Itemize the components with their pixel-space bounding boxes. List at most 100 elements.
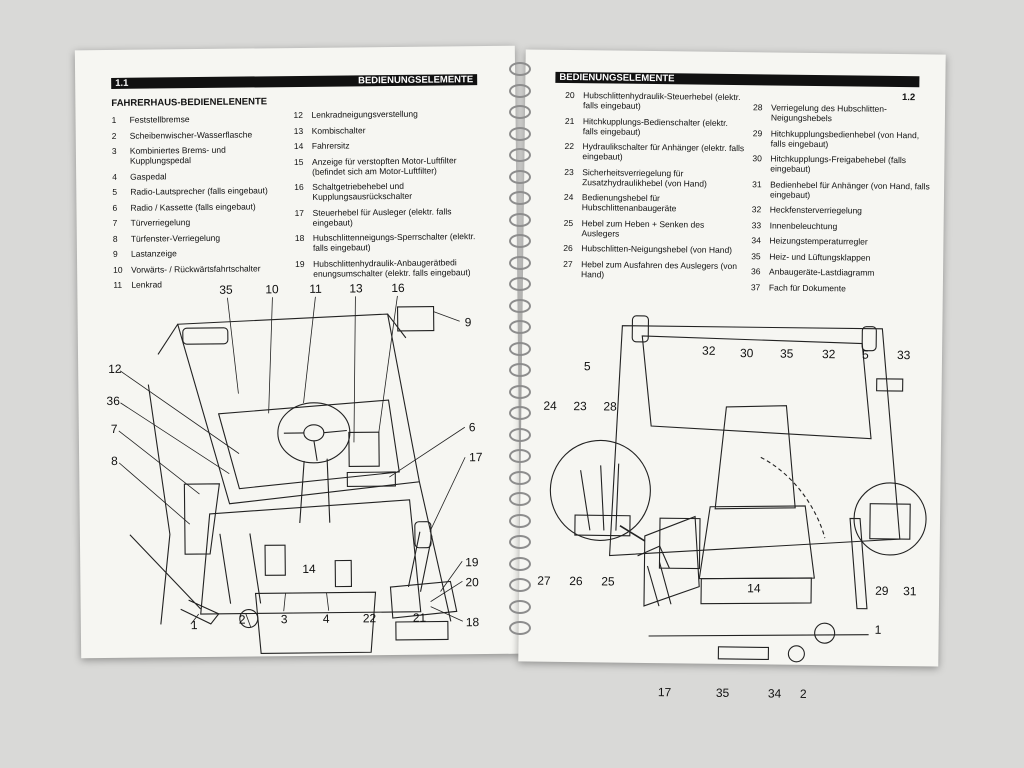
legend-item-number: 12	[293, 109, 304, 121]
binding-ring	[509, 83, 531, 98]
binding-ring	[509, 341, 531, 356]
binding-ring	[509, 169, 531, 184]
legend-item-number: 3	[111, 145, 117, 156]
binding-ring	[509, 277, 531, 291]
legend-item-text: Heiz- und Lüftungsklappen	[769, 250, 871, 263]
binding-ring	[509, 406, 531, 420]
page-subtitle: FAHRERHAUS-BEDIENELENENTE	[111, 96, 268, 109]
legend-item-text: Innenbeleuchtung	[769, 219, 838, 231]
callout-6: 6	[469, 420, 476, 434]
legend-item-text: Heckfensterverriegelung	[769, 204, 863, 216]
legend-item: 36 Anbaugeräte-Lastdiagramm	[751, 266, 931, 278]
legend-item-number: 9	[112, 248, 118, 259]
binding-ring	[509, 470, 531, 485]
legend-item-number: 19	[295, 258, 305, 269]
legend-item-text: Hebel zum Ausfahren des Auslegers (von H…	[580, 258, 738, 279]
callout-28: 28	[603, 399, 617, 413]
section-number: 1.2	[901, 92, 916, 104]
callout-25: 25	[601, 574, 615, 588]
legend-item-number: 29	[752, 127, 763, 138]
legend-item-text: Kombiniertes Brems- und Kupplungspedal	[129, 144, 226, 166]
legend-item: 24 Bedienungshebel für Hubschlittenanbaug…	[564, 192, 744, 214]
callout-14: 14	[747, 581, 761, 595]
binding-ring	[509, 320, 531, 334]
section-header-bar: BEDIENUNGSELEMENTE	[555, 71, 920, 88]
legend-item-number: 36	[751, 266, 761, 277]
callout-5: 5	[584, 359, 591, 373]
legend-item-text: Radio / Kassette (falls eingebaut)	[130, 200, 256, 213]
legend-item-text: Anbaugeräte-Lastdiagramm	[768, 266, 875, 278]
legend-item-number: 8	[112, 233, 118, 244]
legend-item-text: Türverriegelung	[130, 217, 191, 228]
binding-ring	[509, 105, 531, 119]
binding-ring	[509, 578, 531, 592]
callout-4: 4	[323, 612, 330, 626]
legend-item-text: Sicherheitsverriegelung für Zusatzhydrau…	[582, 166, 707, 189]
legend-item-number: 15	[293, 156, 304, 167]
binding-ring	[509, 384, 531, 399]
left-manual-page: 1.1 BEDIENUNGSELEMENTE FAHRERHAUS-BEDIEN…	[74, 45, 522, 659]
binding-ring	[509, 148, 531, 162]
legend-item-text: Steuerhebel für Ausleger (elektr. falls …	[312, 205, 452, 228]
legend-item-number: 22	[564, 140, 575, 152]
legend-item-text: Lastanzeige	[130, 248, 177, 259]
legend-item-text: Hydraulikschalter für Anhänger (elektr. …	[582, 141, 745, 162]
legend-item: 27 Hebel zum Ausfahren des Auslegers (von…	[563, 258, 743, 280]
legend-item-text: Hubschlittenhydraulik-Anbaugerätbedi enu…	[313, 256, 471, 279]
binding-ring	[509, 621, 531, 635]
callout-13: 13	[349, 281, 363, 295]
legend-item-text: Fahrersitz	[311, 140, 350, 151]
legend-item-number: 27	[563, 258, 573, 269]
legend-item-text: Bedienungshebel für Hubschlittenanbauger…	[581, 192, 677, 214]
legend-item-text: Hubschlittenneigungs-Sperrschalter (elek…	[312, 231, 476, 253]
binding-ring	[509, 449, 531, 463]
binding-ring	[509, 556, 531, 571]
legend-item-number: 33	[751, 219, 762, 230]
legend-item-text: Gaspedal	[130, 170, 167, 182]
callout-8: 8	[111, 454, 118, 468]
callout-1: 1	[875, 623, 882, 637]
legend-item-text: Feststellbremse	[129, 114, 190, 125]
legend-item-number: 24	[563, 191, 574, 203]
legend-item-number: 30	[752, 153, 762, 164]
binding-ring	[509, 427, 531, 442]
section-title: BEDIENUNGSELEMENTE	[358, 74, 474, 87]
callout-11: 11	[309, 282, 322, 296]
callout-26: 26	[569, 574, 583, 588]
legend-item-text: Bedienhebel für Anhänger (von Hand, fall…	[769, 178, 930, 200]
legend-item-number: 26	[563, 242, 573, 254]
callout-5b: 5	[862, 348, 869, 362]
binding-ring	[509, 191, 531, 205]
legend-item: 9 Lastanzeige	[113, 247, 288, 259]
legend-item-text: Radio-Lautsprecher (falls eingebaut)	[130, 185, 268, 197]
callout-20: 20	[465, 575, 479, 589]
callout-7: 7	[111, 422, 118, 436]
callout-17: 17	[658, 685, 672, 699]
legend-item-text: Hubschlittenhydraulik-Steuerhebel (elekt…	[583, 90, 741, 111]
legend-item: 19 Hubschlittenhydraulik-Anbaugerätbedi e…	[295, 257, 485, 279]
callout-24: 24	[543, 399, 557, 413]
binding-ring	[509, 234, 531, 248]
cab-interior-diagram-front: 35 10 11 13 16 9 12 36 7 8 6 17 19 20 18…	[106, 281, 483, 654]
section-title: BEDIENUNGSELEMENTE	[559, 71, 675, 85]
callout-22: 22	[363, 611, 377, 625]
callout-14: 14	[302, 562, 316, 576]
callout-16: 16	[391, 281, 405, 295]
legend-item-number: 25	[563, 217, 574, 228]
legend-item-number: 10	[113, 264, 123, 275]
callout-27: 27	[537, 574, 551, 588]
legend-item-number: 28	[753, 102, 763, 113]
legend-item-text: Schaltgetriebehebel und Kupplungsausrück…	[312, 180, 413, 202]
